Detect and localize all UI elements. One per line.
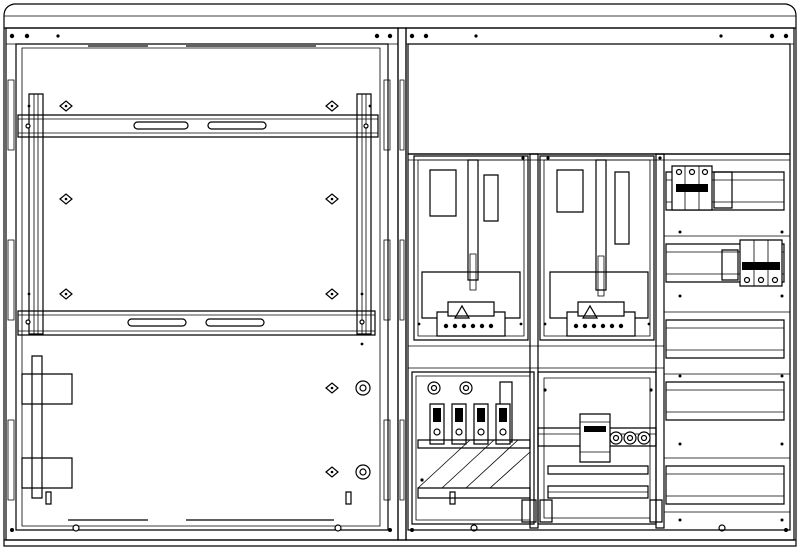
vertical-rail-left (29, 94, 43, 334)
din-rail-rows-right (664, 172, 790, 522)
vertical-rail-right (357, 94, 371, 334)
side-hinge-notches-left (8, 80, 390, 500)
left-cabinet (6, 28, 398, 540)
circuit-breaker-top (672, 166, 732, 210)
busbar-section (412, 372, 536, 524)
din-rail-bottom (18, 311, 375, 335)
terminal-clamps (610, 432, 650, 444)
meter-panel-2 (540, 156, 654, 340)
corner-screws-left (9, 33, 393, 532)
right-cabinet (406, 28, 794, 540)
meter-panel-1 (414, 156, 528, 340)
circuit-breaker-middle (722, 240, 782, 286)
terminal-block-1 (443, 306, 494, 329)
busbar-holders (430, 404, 510, 444)
mounting-holes-left (27, 101, 372, 479)
terminal-section (538, 372, 662, 524)
hinge-brackets (22, 356, 351, 504)
center-divider (398, 28, 406, 540)
terminal-block-2 (573, 306, 624, 329)
din-rail-top (18, 115, 378, 137)
